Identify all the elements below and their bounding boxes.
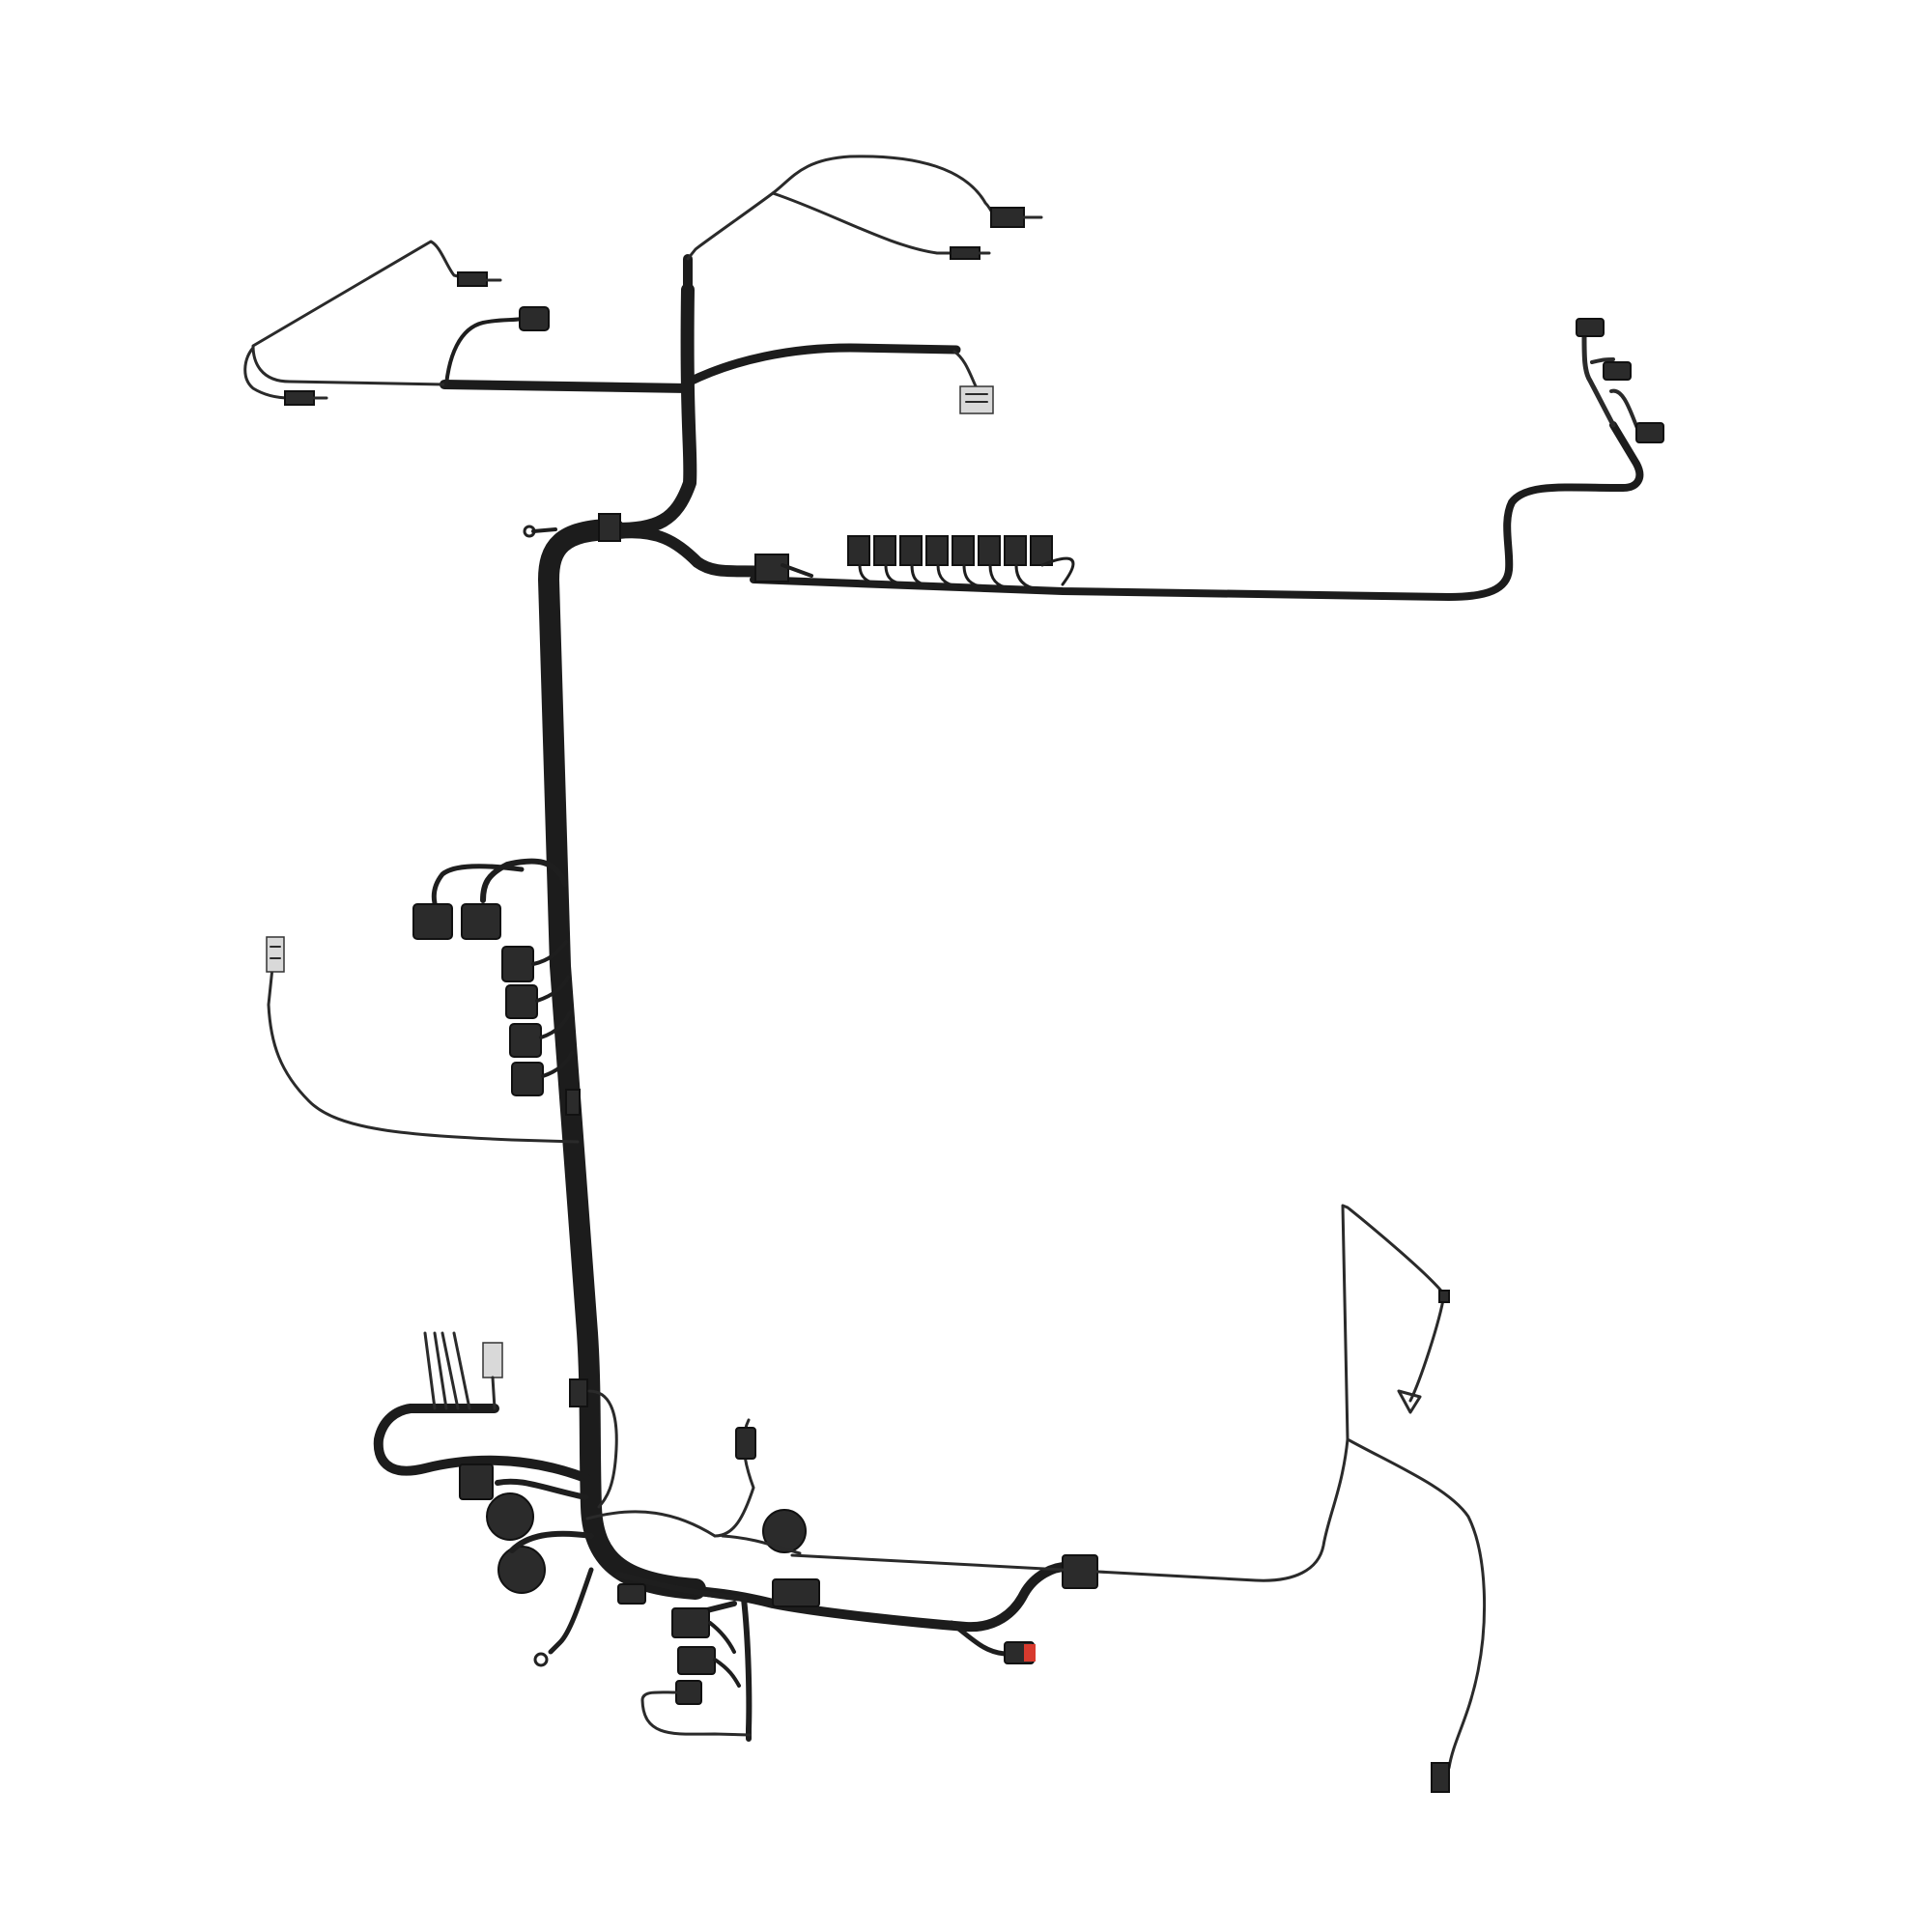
lower-center-cluster (585, 1418, 1077, 1742)
connector-left-mid-a (412, 903, 453, 940)
left-middle-connectors (266, 858, 581, 1144)
connector-tiny-right (1438, 1290, 1450, 1303)
connector-far-right-b (1603, 361, 1632, 381)
round-connector-a (486, 1492, 534, 1541)
lower-right-branch (790, 1204, 1487, 1793)
connector-white-left (266, 936, 285, 973)
connector-white-lower (482, 1342, 503, 1378)
relay-7 (1004, 535, 1027, 566)
connector-small-left-b (457, 271, 488, 287)
connector-stack-2 (505, 984, 538, 1019)
connector-white-top (959, 385, 994, 414)
connector-lower-a (671, 1607, 710, 1638)
connector-top-small (950, 246, 980, 260)
trunk-clamp (598, 513, 621, 542)
relay-3 (899, 535, 923, 566)
connector-lower-e (772, 1578, 820, 1607)
connector-lower-d (617, 1583, 646, 1605)
main-trunk (523, 283, 779, 1600)
connector-bottom-right (1431, 1762, 1450, 1793)
connector-stack-1 (501, 946, 534, 982)
upper-left-branch (243, 240, 994, 414)
connector-lower-right-big (1062, 1554, 1098, 1589)
connector-far-right-c (1635, 422, 1664, 443)
connector-stack-4 (511, 1062, 544, 1096)
top-center-branch (683, 155, 1043, 297)
connector-square-lower (459, 1463, 494, 1500)
relay-2 (873, 535, 896, 566)
connector-red-tab (1024, 1644, 1036, 1662)
connector-stack-3 (509, 1023, 542, 1058)
round-connector-c (762, 1509, 807, 1553)
relay-4 (925, 535, 949, 566)
connector-left-b (519, 306, 550, 331)
round-connector-b (497, 1546, 546, 1594)
trunk-clip (569, 1378, 588, 1407)
lower-left-cluster (373, 1331, 618, 1667)
relay-bank (847, 535, 1075, 591)
connector-trunk-side (565, 1089, 581, 1116)
relay-8 (1030, 535, 1053, 566)
connector-left-mid-b (461, 903, 501, 940)
connector-lower-c (675, 1680, 702, 1705)
right-horizontal-branch (750, 318, 1664, 601)
ring-terminal-bottom (533, 1652, 549, 1667)
connector-lower-b (677, 1646, 716, 1675)
connector-small-left-a (284, 390, 315, 406)
connector-top-right (990, 207, 1025, 228)
relay-5 (952, 535, 975, 566)
connector-far-right-a (1576, 318, 1605, 337)
relay-1 (847, 535, 870, 566)
connector-drop-small (735, 1427, 756, 1460)
relay-6 (978, 535, 1001, 566)
connector-branch-start (754, 554, 789, 582)
